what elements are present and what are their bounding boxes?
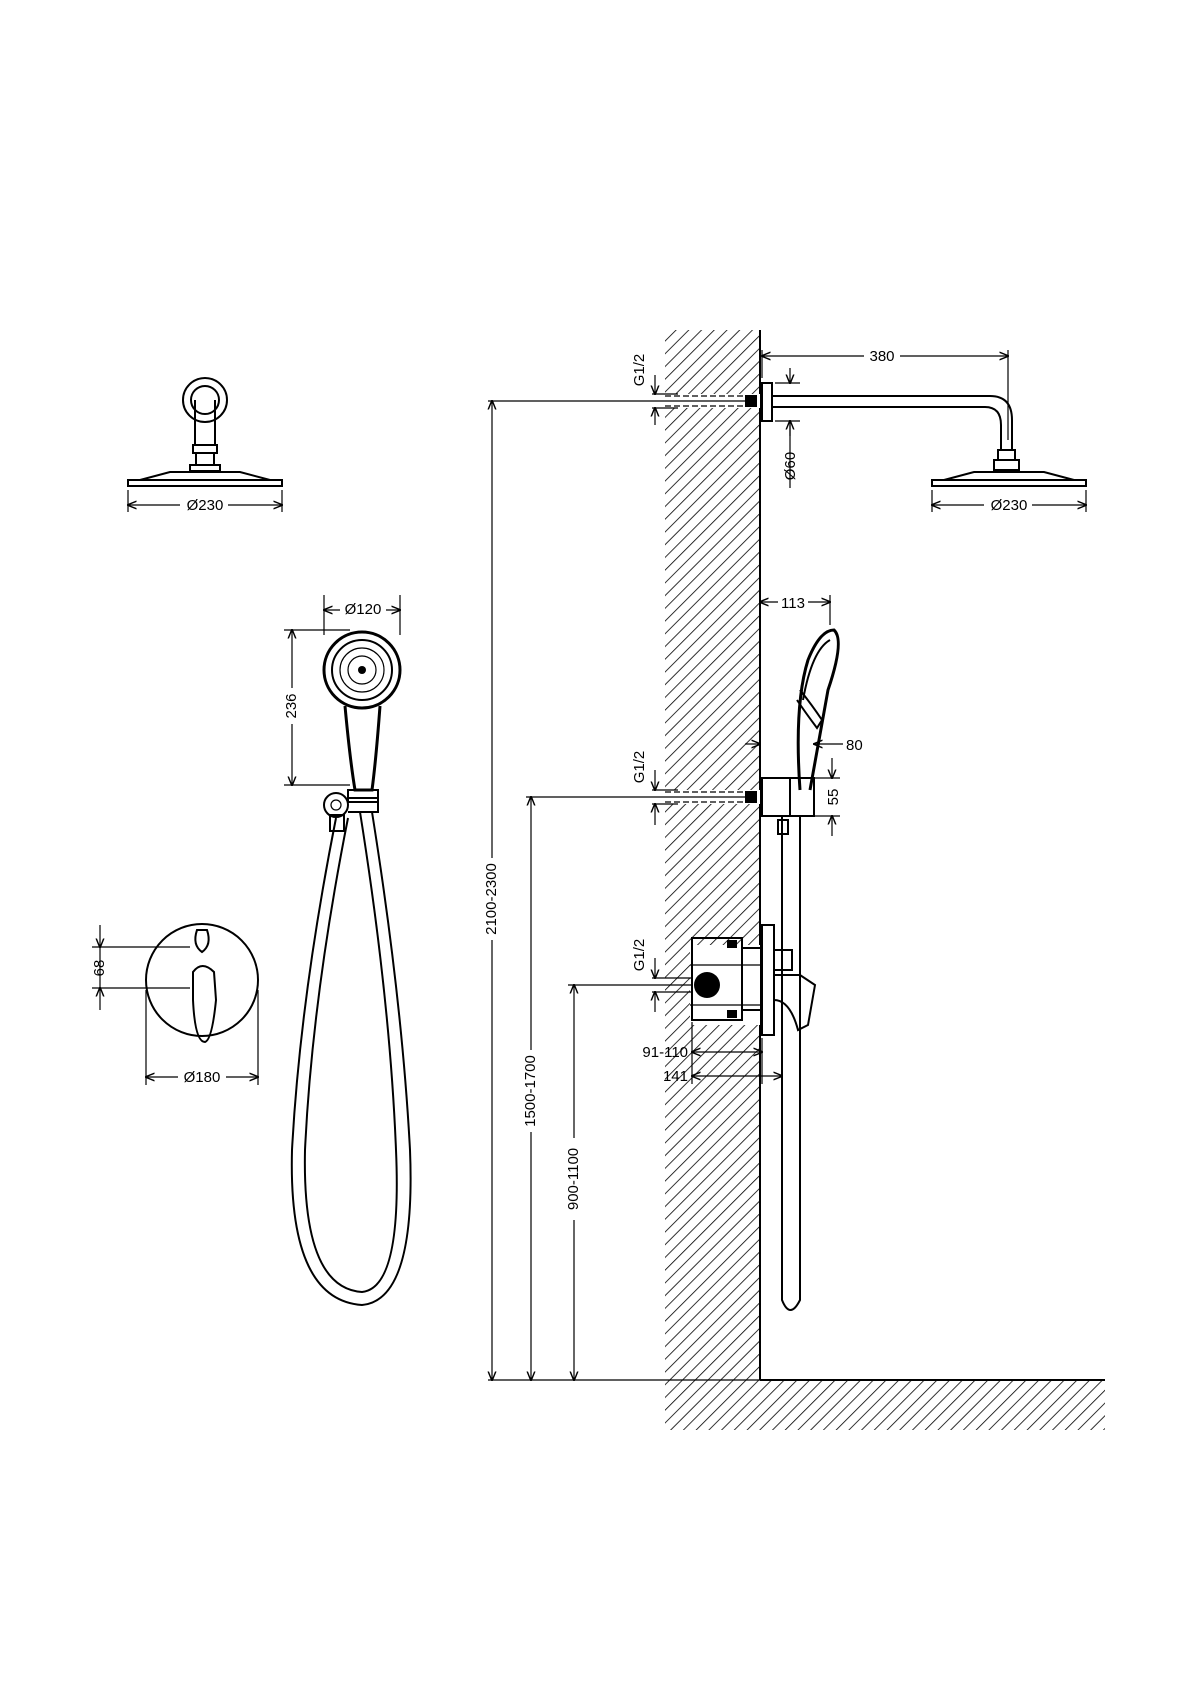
wall-section (665, 330, 1105, 1430)
valve-embed-depth-label: 91-110 (642, 1044, 688, 1061)
overhead-diameter-side-label: Ø230 (991, 497, 1028, 514)
handle-offset-label: 68 (91, 960, 108, 977)
bracket-depth-label: 80 (846, 737, 863, 754)
overhead-shower-front: Ø230 (127, 377, 283, 514)
hand-shower-front: Ø120 236 (280, 595, 412, 1307)
flange-diameter-label: Ø60 (782, 452, 799, 480)
mixer-valve-side: G1/2 91-110 141 (631, 924, 817, 1085)
hand-shower-diameter-label: Ø120 (345, 601, 382, 618)
outlet-height-label: 1500-1700 (522, 1055, 539, 1127)
hand-shower-length-label: 236 (283, 693, 300, 718)
overhead-height-label: 2100-2300 (483, 863, 500, 935)
valve-plate-front: 68 Ø180 (91, 923, 259, 1086)
valve-plate-diameter-label: Ø180 (184, 1069, 221, 1086)
bracket-height-label: 55 (825, 789, 842, 806)
height-dimensions: 2100-2300 1500-1700 900-1100 (482, 401, 760, 1380)
valve-total-depth-label: 141 (663, 1068, 688, 1085)
hand-shower-projection-label: 113 (781, 595, 805, 612)
thread-bottom-label: G1/2 (631, 939, 648, 972)
arm-projection-label: 380 (869, 348, 894, 365)
thread-top-label: G1/2 (631, 354, 648, 387)
overhead-diameter-front-label: Ø230 (187, 497, 224, 514)
valve-height-label: 900-1100 (565, 1148, 582, 1210)
overhead-shower-side: Ø230 380 Ø60 G1/2 (631, 346, 1087, 514)
thread-middle-label: G1/2 (631, 751, 648, 784)
hand-shower-side: 113 80 55 G1/2 (631, 593, 863, 1311)
